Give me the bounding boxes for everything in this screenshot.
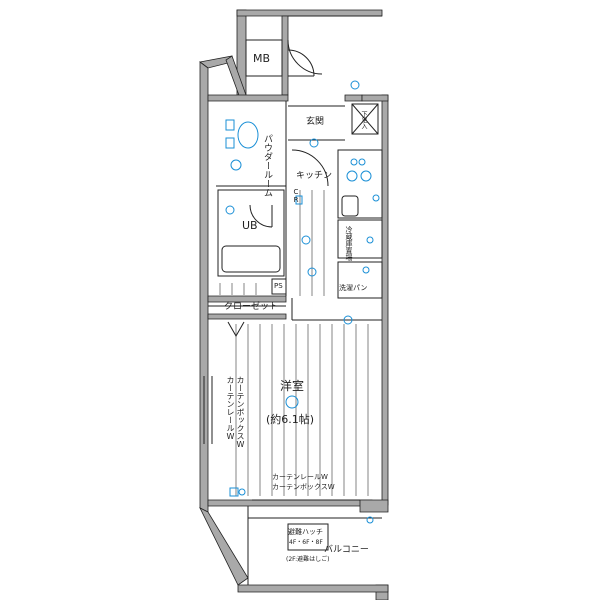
wall-bath-bottom	[207, 295, 287, 303]
stove-icon	[360, 170, 372, 182]
flooring	[219, 190, 369, 496]
light-fixture-icon	[307, 267, 317, 277]
wall-right-upper-top	[361, 94, 389, 102]
room-label-unit-bath: UB	[242, 219, 258, 232]
room-label-ps: PS	[274, 282, 283, 290]
room-label-laundry-pan: 洗濯パン	[339, 284, 368, 292]
wall-right-upper	[381, 94, 389, 506]
annotation-evac-hatch: 避難ハッチ	[288, 528, 323, 536]
walls	[199, 9, 389, 600]
annotation-curtain-window: カーテンレールW	[272, 473, 328, 481]
room-label-shoe-storage: 下足入	[360, 111, 367, 129]
room-label-entrance: 玄関	[306, 117, 325, 127]
room-label-closet: クローゼット	[224, 302, 279, 312]
light-fixture-icon	[285, 395, 299, 409]
wall-left	[199, 61, 209, 513]
wall-bottom-right	[359, 499, 389, 513]
partition-lines	[203, 15, 383, 585]
room-label-kitchen: キッチン	[296, 171, 333, 181]
switch-icon	[229, 487, 239, 497]
wall-upper-right-stub	[344, 94, 363, 102]
wall-bath-top	[207, 94, 289, 102]
annotation-curtain-side: カーテンレールW	[226, 376, 235, 441]
light-fixture-icon	[309, 138, 319, 148]
outlet-icon	[238, 488, 246, 496]
light-fixture-icon	[343, 315, 353, 325]
room-label-western-room-size: (約6.1帖)	[266, 413, 315, 426]
light-fixture-icon	[301, 235, 311, 245]
wall-left-lower	[199, 507, 249, 586]
annotation-curtain-box-side: カーテンボックスW	[236, 376, 245, 449]
switch-icon	[225, 119, 235, 131]
switch-icon	[225, 137, 235, 149]
annotation-evac-floors: 4F・6F・8F	[289, 539, 323, 546]
wall-closet-bottom	[207, 313, 287, 320]
stove-icon	[346, 170, 358, 182]
wall-bottom	[207, 499, 373, 507]
room-label-powder-room: パウダールーム	[262, 134, 272, 197]
equipment-symbols	[225, 80, 380, 524]
annotation-curtain-window-box: カーテンボックスW	[272, 483, 335, 491]
wall-top	[236, 9, 383, 17]
outlet-icon	[366, 236, 374, 244]
outlet-icon	[366, 516, 374, 524]
outlet-icon	[350, 158, 358, 166]
switch-icon	[295, 195, 303, 205]
outlet-icon	[362, 266, 370, 274]
light-fixture-icon	[350, 80, 360, 90]
wall-mb-right	[281, 15, 289, 96]
marker-cr: CR	[292, 188, 300, 204]
room-label-balcony: バルコニー	[324, 545, 369, 555]
light-fixture-icon	[230, 159, 242, 171]
sink-icon	[237, 121, 259, 149]
outlet-icon	[358, 158, 366, 166]
room-label-western-room: 洋室	[280, 379, 305, 393]
room-label-mb: MB	[253, 52, 271, 65]
room-label-refrigerator: 冷蔵庫置場	[345, 226, 353, 261]
annotation-evac-ladder: (2F:避難はしご)	[286, 556, 330, 563]
light-fixture-icon	[225, 205, 235, 215]
outlet-icon	[372, 194, 380, 202]
wall-balcony-bottom	[237, 584, 389, 593]
